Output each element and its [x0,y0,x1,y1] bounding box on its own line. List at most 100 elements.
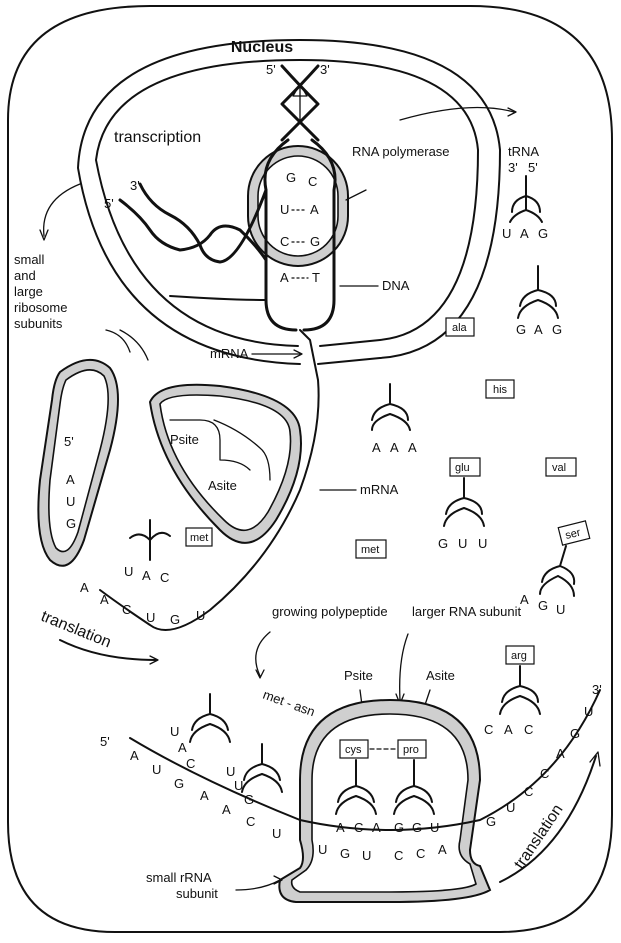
arrow-to-trna [399,106,515,121]
trna-aaa: A A A [371,383,417,455]
aa-cys: cys [339,739,369,759]
svg-text:T: T [312,270,320,285]
transcription-label: transcription [114,129,201,146]
left-5-label: 5' [104,196,114,211]
trna-gag: G A G [516,265,562,337]
trna-label: tRNA [508,144,539,159]
svg-text:A: A [130,748,139,763]
svg-text:A: A [310,202,319,217]
rna-polymerase-pointer [345,189,367,201]
svg-text:A: A [520,226,529,241]
aa-ala: ala [445,317,475,337]
larger-rna-subunit-label: larger RNA subunit [412,604,521,619]
svg-text:met: met [190,532,208,544]
outer-bases: A U G A A C U G U C C A G U [130,704,593,841]
arrow-subunits-to-ribosome [105,329,131,353]
svg-text:G: G [538,598,548,613]
svg-text:A: A [390,440,399,455]
svg-text:C: C [246,814,255,829]
trna-arg: arg C A C [484,645,541,737]
svg-text:A: A [372,440,381,455]
translation-right-label: translation [511,802,566,873]
svg-text:G: G [552,322,562,337]
aa-pro: pro [397,739,427,759]
svg-text:U: U [124,564,133,579]
translation-left-arrow [59,639,157,661]
dna-label: DNA [382,278,410,293]
svg-text:U: U [152,762,161,777]
svg-text:U: U [478,536,487,551]
psite-free-label: Psite [170,432,199,447]
rna-polymerase [247,145,349,267]
aa-met-free: met [355,539,387,559]
svg-text:A: A [504,722,513,737]
svg-text:U: U [272,826,281,841]
svg-text:G: G [516,322,526,337]
small-rrna-subunit-label: small rRNA subunit [146,870,218,901]
svg-text:G: G [570,726,580,741]
nuclear-envelope [77,39,501,365]
arrow-subunits-to-ribosome-2 [119,329,149,361]
svg-text:ser: ser [564,527,582,542]
svg-text:A: A [66,472,75,487]
dna-base-pairs: G C U A C G A T [280,170,320,285]
translation-left-label: translation [39,608,114,651]
svg-text:G: G [310,234,320,249]
svg-text:U: U [556,602,565,617]
trna-ser: ser A G U [520,520,591,617]
svg-text:U: U [362,848,371,863]
svg-text:G: G [394,820,404,835]
cell-membrane [7,5,613,933]
nucleus-label: Nucleus [231,39,293,56]
svg-text:C: C [416,846,425,861]
svg-text:U: U [506,800,515,815]
svg-text:G: G [486,814,496,829]
mrna-bottom-strand [129,689,601,831]
svg-text:G: G [340,846,350,861]
svg-text:A: A [200,788,209,803]
asite-label: Asite [426,668,455,683]
svg-text:C: C [280,234,289,249]
svg-text:A: A [372,820,381,835]
trna-5-label: 5' [528,160,538,175]
svg-text:C: C [354,820,363,835]
asite-free-label: Asite [208,478,237,493]
bottom-5-label: 5' [100,734,110,749]
trna-glu: glu G U U [438,457,487,551]
bottom-3-label: 3' [592,682,602,697]
trna-bottom-left-2: U U G [226,743,283,807]
svg-text:A: A [408,440,417,455]
svg-text:U: U [170,724,179,739]
dna-top-3-label: 3' [320,62,330,77]
svg-text:glu: glu [455,462,470,474]
aa-val: val [545,457,577,477]
translation-right-arrow [499,755,597,883]
left-3-label: 3' [130,178,140,193]
svg-text:his: his [493,384,508,396]
growing-polypeptide-arrow [255,631,271,677]
trna-bottom-left-1: U A C [170,693,231,771]
left-curve-bases: A A C U G U [80,580,205,627]
dna-coil-left [118,198,268,262]
aa-his: his [485,379,515,399]
svg-text:U: U [584,704,593,719]
svg-text:U: U [318,842,327,857]
ribosome-bottom [278,698,492,903]
svg-text:U: U [196,608,205,623]
small-subunit-free [37,359,119,567]
svg-text:C: C [540,766,549,781]
svg-text:A: A [142,568,151,583]
svg-text:A: A [80,580,89,595]
svg-text:val: val [552,462,566,474]
mrna-cyto-label: mRNA [360,482,399,497]
svg-text:C: C [524,784,533,799]
trna-3-label: 3' [508,160,518,175]
svg-text:G: G [66,516,76,531]
svg-text:U: U [234,778,243,793]
nuclear-envelope-inner [95,59,479,347]
svg-text:U: U [280,202,289,217]
svg-text:U: U [226,764,235,779]
left-codon: A U G [66,472,76,531]
large-subunit-free [148,383,302,544]
